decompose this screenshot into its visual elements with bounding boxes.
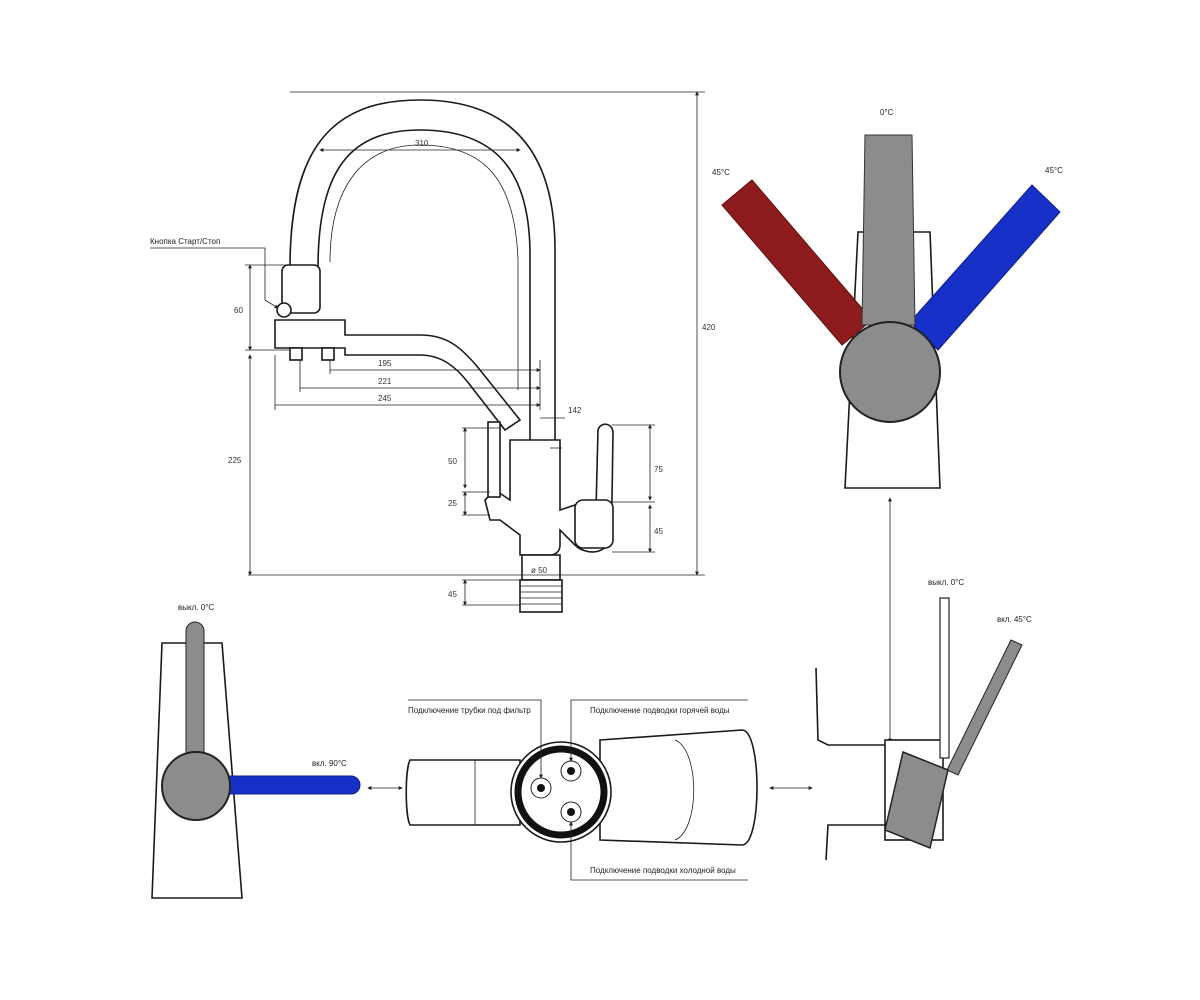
mixer-lever-base	[574, 499, 614, 549]
dim-25: 25	[448, 499, 457, 508]
label-side-on: вкл. 45°C	[997, 615, 1032, 624]
port-filter-dot	[537, 784, 545, 792]
dim-50: 50	[448, 457, 457, 466]
wall-outline-lower	[825, 824, 888, 861]
lever-hot-position	[721, 179, 873, 346]
lever-off-rod	[939, 597, 950, 759]
label-start-stop-button: Кнопка Старт/Стоп	[150, 237, 220, 246]
connection-ring	[514, 745, 608, 839]
label-filter-off: выкл. 0°C	[178, 603, 214, 612]
spout-inner	[317, 129, 531, 440]
label-0c: 0°C	[880, 108, 894, 117]
body-neck	[521, 554, 561, 581]
port-hot-dot	[567, 767, 575, 775]
dim-225: 225	[228, 456, 242, 465]
threaded-fitting	[519, 579, 563, 613]
port-cold-dot	[567, 808, 575, 816]
dim-45-bottom: 45	[448, 590, 457, 599]
dim-75: 75	[654, 465, 663, 474]
connections-bottom-view: Подключение трубки под фильтр Подключени…	[405, 699, 813, 881]
dim-195: 195	[378, 359, 392, 368]
start-stop-button	[276, 302, 292, 318]
label-cold-connection: Подключение подводки холодной воды	[590, 866, 736, 875]
lever-cold-position	[909, 184, 1061, 351]
filter-hub	[161, 751, 231, 821]
lever-on-rod	[946, 639, 1023, 776]
filter-lever	[487, 421, 501, 498]
filter-lever-on	[209, 775, 361, 795]
filter-outlet-1	[289, 347, 303, 361]
spout-outer	[289, 99, 556, 450]
lever-hub	[839, 321, 941, 423]
label-hot-45c: 45°C	[712, 168, 730, 177]
dim-142: 142	[568, 406, 582, 415]
label-side-off: выкл. 0°C	[928, 578, 964, 587]
label-cold-45c: 45°C	[1045, 166, 1063, 175]
label-hot-connection: Подключение подводки горячей воды	[590, 706, 730, 715]
side-view: 420 310 225 60 Кнопка Старт/Стоп 195 221…	[150, 91, 716, 613]
filter-arm	[274, 319, 522, 432]
filter-outlet-2	[321, 347, 335, 361]
bottom-body-left	[405, 759, 521, 826]
dim-d50: ø 50	[531, 566, 548, 575]
dim-221: 221	[378, 377, 392, 386]
hose-line	[329, 144, 519, 390]
filter-lever-view: выкл. 0°C вкл. 90°C	[151, 603, 403, 899]
spout-head	[281, 264, 321, 314]
lever-neutral-position	[861, 134, 916, 326]
filter-lever-side-view: выкл. 0°C вкл. 45°C	[815, 578, 1032, 861]
label-filter-connection: Подключение трубки под фильтр	[408, 706, 531, 715]
dim-60: 60	[234, 306, 243, 315]
dim-310: 310	[415, 139, 429, 148]
bottom-body-right	[599, 729, 758, 846]
dim-45-right: 45	[654, 527, 663, 536]
label-filter-on: вкл. 90°C	[312, 759, 347, 768]
wall-outline	[815, 667, 889, 746]
dim-245: 245	[378, 394, 392, 403]
dim-420: 420	[702, 323, 716, 332]
side-lever-block	[884, 750, 949, 850]
front-view-lever-positions: 0°C 45°C 45°C	[712, 108, 1063, 743]
